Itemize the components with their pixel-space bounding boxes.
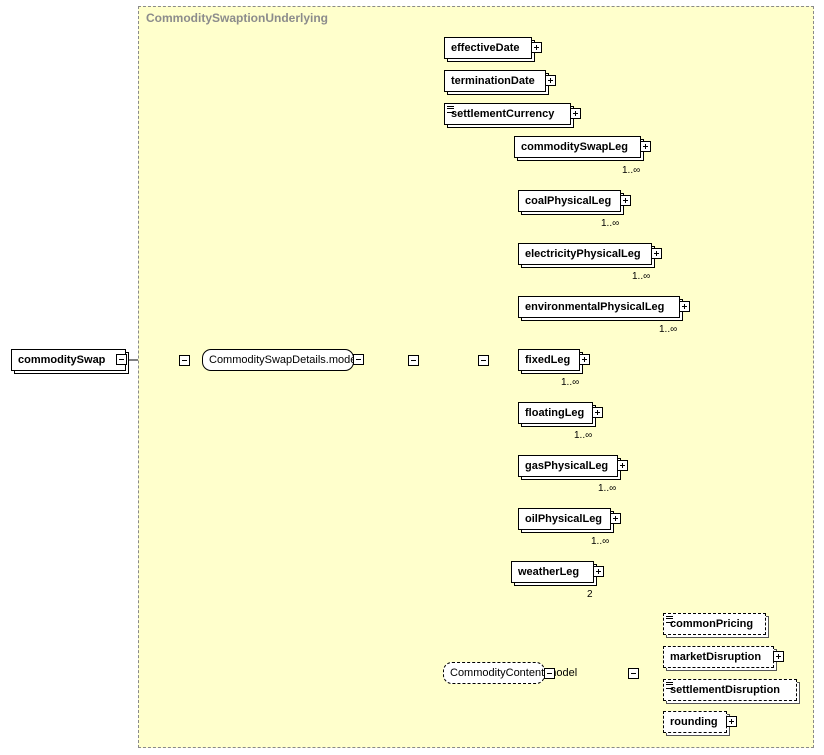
element-label: weatherLeg [518, 566, 580, 578]
expand-toggle[interactable] [620, 195, 631, 206]
element-marketDisruption[interactable]: marketDisruption [663, 646, 774, 668]
expand-toggle[interactable] [531, 42, 542, 53]
expand-toggle[interactable] [679, 301, 690, 312]
container-title: CommoditySwaptionUnderlying [146, 11, 329, 25]
expand-toggle[interactable] [610, 513, 621, 524]
element-terminationDate[interactable]: terminationDate [444, 70, 546, 92]
element-commonPricing[interactable]: commonPricing [663, 613, 766, 635]
element-label: commoditySwapLeg [521, 141, 628, 153]
element-label: rounding [670, 716, 718, 728]
element-label: oilPhysicalLeg [525, 513, 603, 525]
occurrence-label: 1..∞ [598, 483, 617, 494]
occurrence-label: 1..∞ [632, 271, 651, 282]
collapse-toggle[interactable] [478, 355, 489, 366]
element-commoditySwapLeg[interactable]: commoditySwapLeg [514, 136, 641, 158]
collapse-toggle[interactable] [179, 355, 190, 366]
documentation-icon [666, 682, 673, 689]
details-model-label: CommoditySwapDetails.model [209, 354, 359, 366]
expand-toggle[interactable] [726, 716, 737, 727]
element-label: marketDisruption [670, 651, 762, 663]
expand-toggle[interactable] [570, 108, 581, 119]
collapse-toggle[interactable] [408, 355, 419, 366]
expand-toggle[interactable] [579, 354, 590, 365]
element-label: fixedLeg [525, 354, 571, 366]
occurrence-label: 1..∞ [574, 430, 593, 441]
element-settlementDisruption[interactable]: settlementDisruption [663, 679, 797, 701]
root-element[interactable]: commoditySwap [11, 349, 126, 371]
expand-toggle[interactable] [617, 460, 628, 471]
element-rounding[interactable]: rounding [663, 711, 727, 733]
element-label: terminationDate [451, 75, 535, 87]
occurrence-label: 1..∞ [659, 324, 678, 335]
element-fixedLeg[interactable]: fixedLeg [518, 349, 580, 371]
expand-toggle[interactable] [545, 75, 556, 86]
element-oilPhysicalLeg[interactable]: oilPhysicalLeg [518, 508, 611, 530]
content-model-label: CommodityContent.model [450, 667, 578, 679]
element-electricityPhysicalLeg[interactable]: electricityPhysicalLeg [518, 243, 652, 265]
element-label: settlementDisruption [670, 684, 781, 696]
element-label: coalPhysicalLeg [525, 195, 612, 207]
expand-toggle[interactable] [592, 407, 603, 418]
element-label: floatingLeg [525, 407, 585, 419]
expand-toggle[interactable] [773, 651, 784, 662]
expand-toggle[interactable] [651, 248, 662, 259]
element-label: electricityPhysicalLeg [525, 248, 641, 260]
occurrence-label: 2 [587, 589, 593, 600]
element-label: commonPricing [670, 618, 754, 630]
occurrence-label: 1..∞ [591, 536, 610, 547]
occurrence-label: 1..∞ [561, 377, 580, 388]
element-label: effectiveDate [451, 42, 520, 54]
element-weatherLeg[interactable]: weatherLeg [511, 561, 594, 583]
element-label: gasPhysicalLeg [525, 460, 609, 472]
element-floatingLeg[interactable]: floatingLeg [518, 402, 593, 424]
documentation-icon [666, 616, 673, 623]
documentation-icon [447, 106, 454, 113]
element-environmentalPhysicalLeg[interactable]: environmentalPhysicalLeg [518, 296, 680, 318]
expand-toggle[interactable] [640, 141, 651, 152]
element-settlementCurrency[interactable]: settlementCurrency [444, 103, 571, 125]
element-gasPhysicalLeg[interactable]: gasPhysicalLeg [518, 455, 618, 477]
element-label: settlementCurrency [451, 108, 555, 120]
element-coalPhysicalLeg[interactable]: coalPhysicalLeg [518, 190, 621, 212]
element-effectiveDate[interactable]: effectiveDate [444, 37, 532, 59]
occurrence-label: 1..∞ [622, 165, 641, 176]
collapse-toggle[interactable] [628, 668, 639, 679]
root-element-label: commoditySwap [18, 354, 106, 366]
occurrence-label: 1..∞ [601, 218, 620, 229]
content-model[interactable]: CommodityContent.model [443, 662, 577, 684]
element-label: environmentalPhysicalLeg [525, 301, 665, 313]
collapse-toggle[interactable] [544, 668, 555, 679]
expand-toggle[interactable] [593, 566, 604, 577]
collapse-toggle[interactable] [116, 354, 127, 365]
collapse-toggle[interactable] [353, 354, 364, 365]
details-model[interactable]: CommoditySwapDetails.model [202, 349, 359, 371]
